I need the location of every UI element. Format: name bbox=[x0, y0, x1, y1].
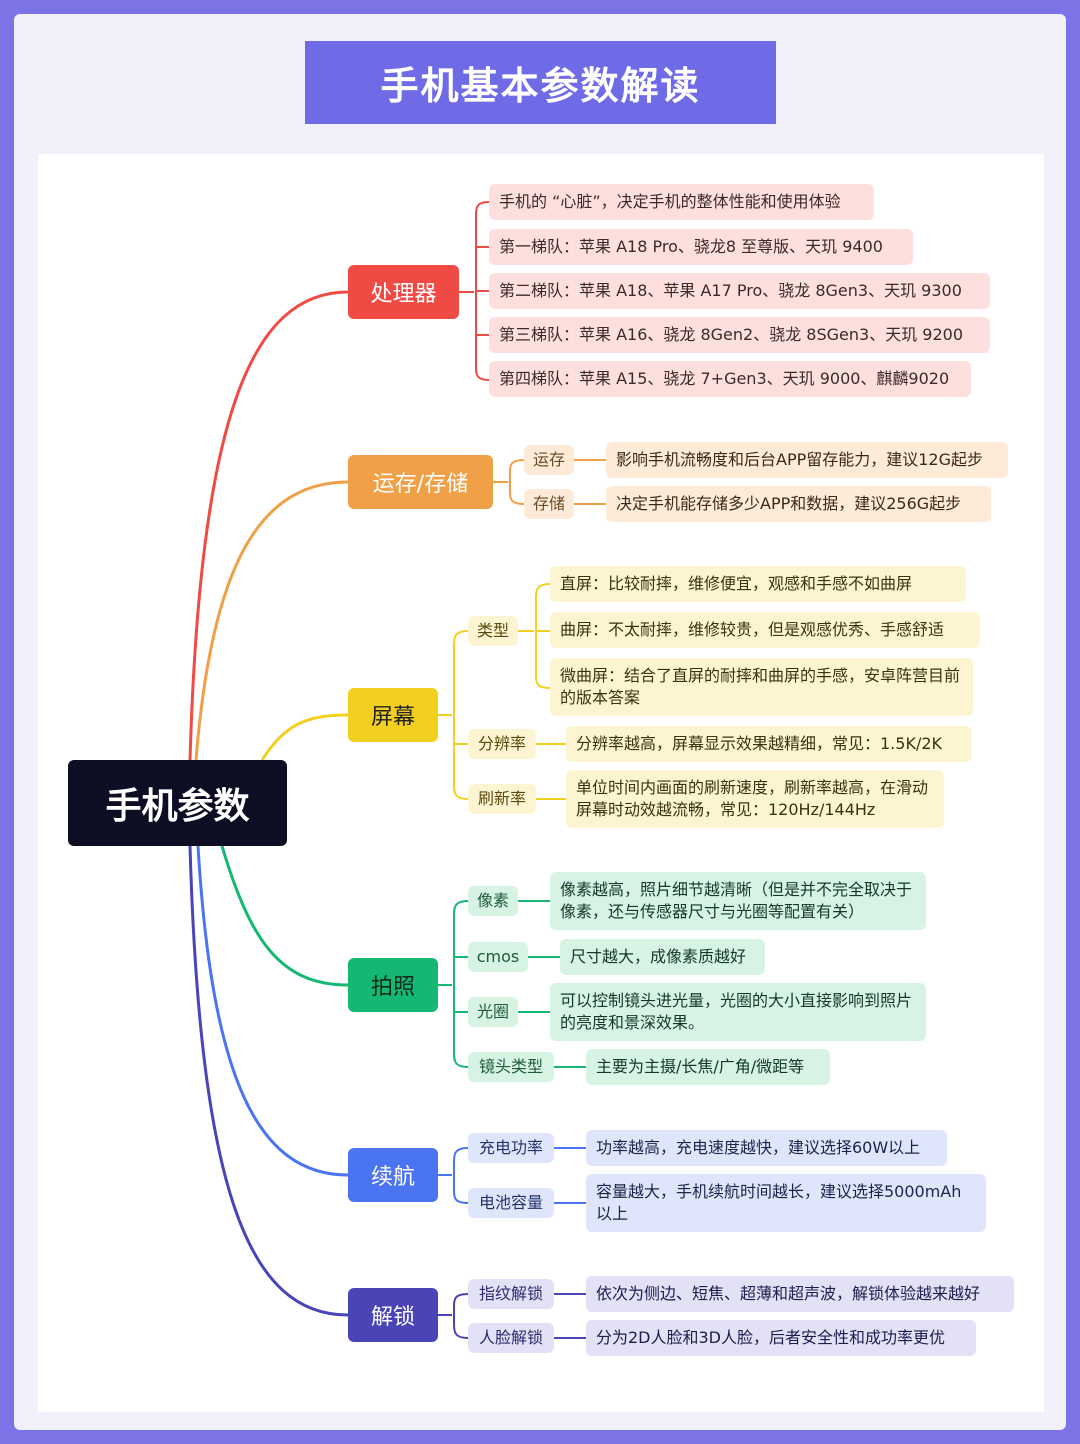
screen-sub-refresh: 刷新率 bbox=[468, 784, 536, 814]
link-root-screen bbox=[260, 713, 349, 761]
battery-sub-charging: 充电功率 bbox=[468, 1133, 554, 1163]
camera-leaf-cmos: 尺寸越大，成像素质越好 bbox=[560, 939, 765, 975]
screen-sub-resolution: 分辨率 bbox=[468, 729, 536, 759]
memory-leaf-storage: 决定手机能存储多少APP和数据，建议256G起步 bbox=[606, 486, 991, 522]
branch-unlock: 解锁 bbox=[348, 1288, 438, 1342]
camera-sub-pixels: 像素 bbox=[468, 886, 518, 916]
battery-leaf-capacity: 容量越大，手机续航时间越长，建议选择5000mAh以上 bbox=[586, 1174, 986, 1232]
branch-camera: 拍照 bbox=[348, 958, 438, 1012]
camera-leaf-aperture: 可以控制镜头进光量，光圈的大小直接影响到照片的亮度和景深效果。 bbox=[550, 983, 926, 1041]
camera-leaf-lens: 主要为主摄/长焦/广角/微距等 bbox=[586, 1049, 830, 1085]
battery-sub-capacity: 电池容量 bbox=[468, 1188, 554, 1218]
branch-cpu: 处理器 bbox=[348, 265, 459, 319]
screen-leaf-microcurved: 微曲屏：结合了直屏的耐摔和曲屏的手感，安卓阵营目前的版本答案 bbox=[550, 658, 973, 716]
page-title: 手机基本参数解读 bbox=[305, 41, 776, 124]
link-root-memory bbox=[194, 480, 349, 761]
camera-sub-aperture: 光圈 bbox=[468, 997, 518, 1027]
unlock-sub-face: 人脸解锁 bbox=[468, 1323, 554, 1353]
cpu-leaf-tier2: 第二梯队：苹果 A18、苹果 A17 Pro、骁龙 8Gen3、天玑 9300 bbox=[489, 273, 990, 309]
screen-sub-type: 类型 bbox=[468, 616, 518, 646]
battery-leaf-charging: 功率越高，充电速度越快，建议选择60W以上 bbox=[586, 1130, 947, 1166]
cpu-leaf-heart: 手机的 “心脏”，决定手机的整体性能和使用体验 bbox=[489, 184, 874, 220]
unlock-sub-fingerprint: 指纹解锁 bbox=[468, 1279, 554, 1309]
root-node: 手机参数 bbox=[68, 760, 287, 846]
screen-leaf-refresh: 单位时间内画面的刷新速度，刷新率越高，在滑动屏幕时动效越流畅，常见：120Hz/… bbox=[566, 770, 944, 828]
memory-sub-storage: 存储 bbox=[524, 489, 574, 519]
camera-leaf-pixels: 像素越高，照片细节越清晰（但是并不完全取决于像素，还与传感器尺寸与光圈等配置有关… bbox=[550, 872, 926, 930]
link-root-cpu bbox=[188, 290, 349, 761]
camera-sub-cmos: cmos bbox=[468, 942, 528, 972]
memory-leaf-ram: 影响手机流畅度和后台APP留存能力，建议12G起步 bbox=[606, 442, 1008, 478]
branch-memory: 运存/存储 bbox=[348, 455, 493, 509]
unlock-leaf-face: 分为2D人脸和3D人脸，后者安全性和成功率更优 bbox=[586, 1320, 976, 1356]
screen-leaf-flat: 直屏：比较耐摔，维修便宜，观感和手感不如曲屏 bbox=[550, 566, 966, 602]
screen-leaf-curved: 曲屏：不太耐摔，维修较贵，但是观感优秀、手感舒适 bbox=[550, 612, 980, 648]
branch-screen: 屏幕 bbox=[348, 688, 438, 742]
memory-sub-ram: 运存 bbox=[524, 445, 574, 475]
branch-battery: 续航 bbox=[348, 1148, 438, 1202]
link-root-unlock bbox=[188, 845, 349, 1317]
link-root-battery bbox=[196, 845, 349, 1177]
cpu-leaf-tier4: 第四梯队：苹果 A15、骁龙 7+Gen3、天玑 9000、麒麟9020 bbox=[489, 361, 971, 397]
screen-leaf-resolution: 分辨率越高，屏幕显示效果越精细，常见：1.5K/2K bbox=[566, 726, 972, 762]
camera-sub-lens: 镜头类型 bbox=[468, 1052, 554, 1082]
unlock-leaf-fingerprint: 依次为侧边、短焦、超薄和超声波，解锁体验越来越好 bbox=[586, 1276, 1014, 1312]
cpu-leaf-tier3: 第三梯队：苹果 A16、骁龙 8Gen2、骁龙 8SGen3、天玑 9200 bbox=[489, 317, 990, 353]
link-root-camera bbox=[220, 845, 349, 987]
cpu-leaf-tier1: 第一梯队：苹果 A18 Pro、骁龙8 至尊版、天玑 9400 bbox=[489, 229, 913, 265]
